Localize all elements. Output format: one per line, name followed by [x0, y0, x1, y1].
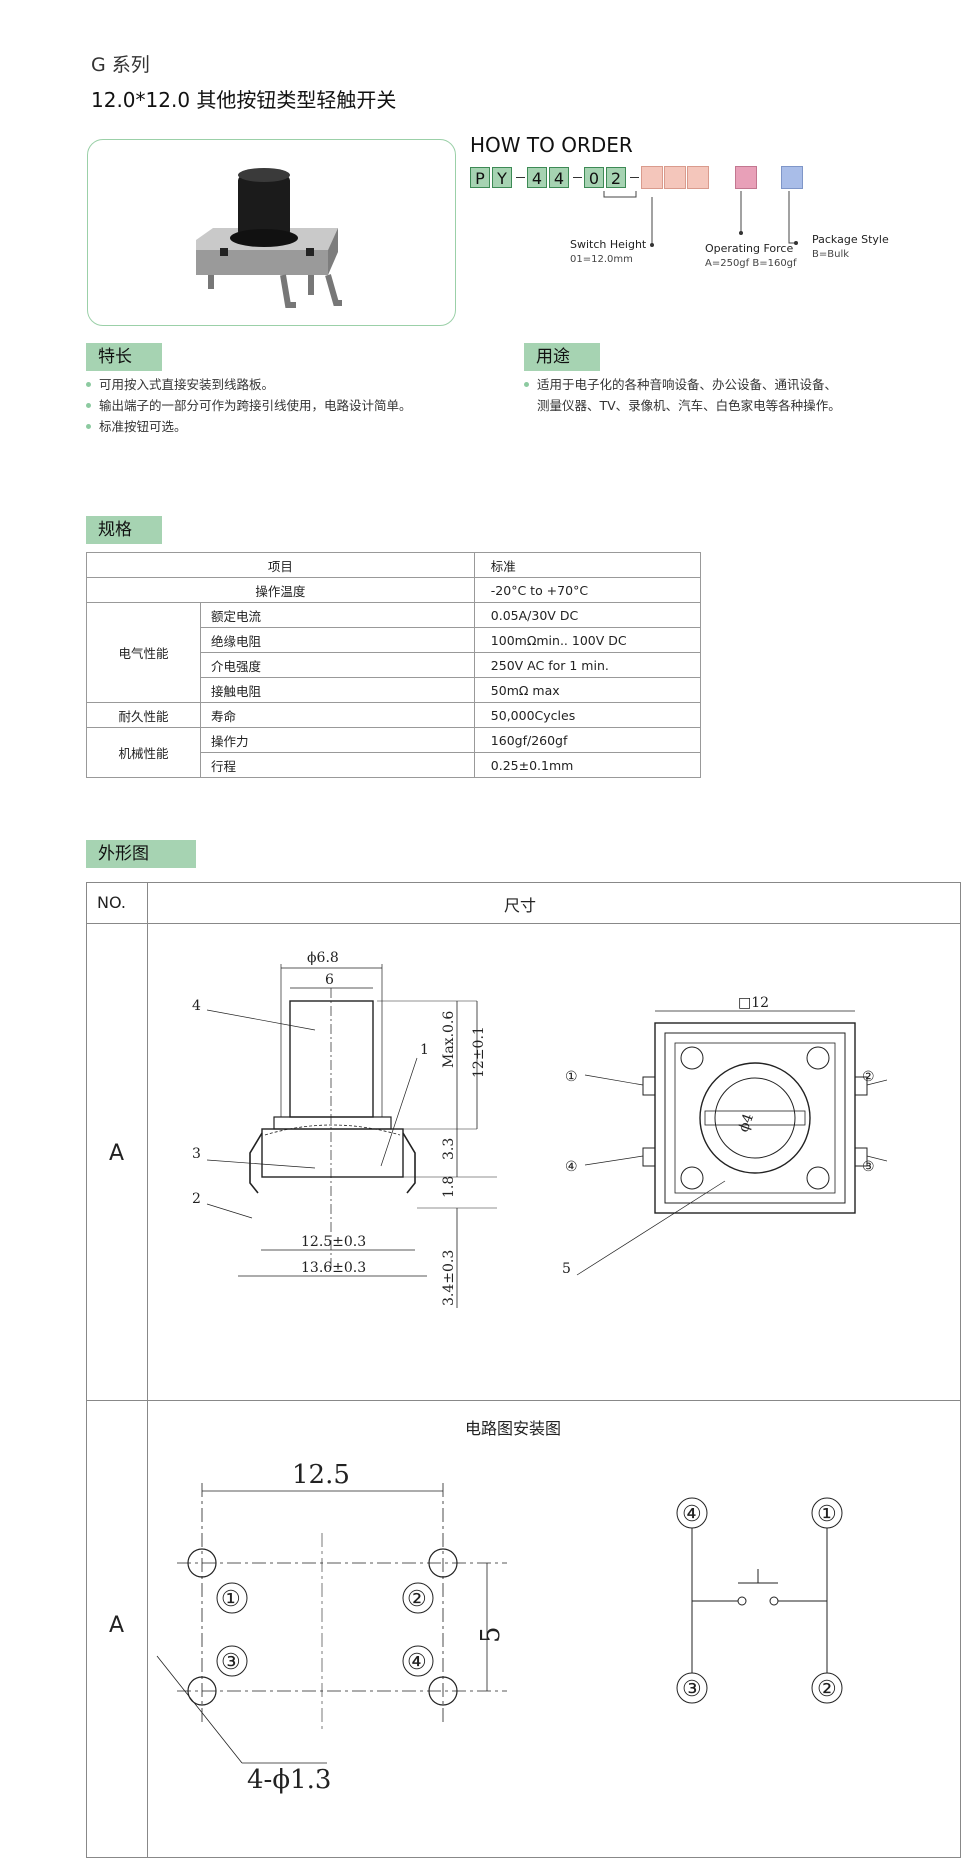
callout-5: 5: [562, 1261, 571, 1277]
pin-4: ④: [565, 1159, 578, 1175]
circuit-title: 电路图安装图: [465, 1419, 562, 1438]
page-title: 12.0*12.0 其他按钮类型轻触开关: [91, 88, 397, 112]
side-view-drawing: 4 3 2 1 ϕ6.8 6 12.5±0.3 13.6±0.3 Max.0.6…: [192, 950, 497, 1308]
table-row: 接触电阻 50mΩ max: [87, 677, 702, 703]
spec-table: 项目 标准 操作温度 -20°C to +70°C 电气性能 额定电流 0.05…: [86, 552, 702, 778]
switch-height-label: Switch Height: [570, 238, 647, 251]
uses-heading: 用途: [524, 343, 600, 371]
callout-3: 3: [192, 1146, 201, 1162]
package-style-values: B=Bulk: [812, 249, 850, 260]
uses-list: 适用于电子化的各种音响设备、办公设备、通讯设备、 测量仪器、TV、录像机、汽车、…: [524, 374, 841, 416]
dim-34: 3.4±0.3: [441, 1250, 457, 1306]
dim-33: 3.3: [441, 1138, 457, 1160]
list-item: 适用于电子化的各种音响设备、办公设备、通讯设备、: [524, 374, 841, 395]
dim-d6: 6: [325, 972, 334, 988]
features-list: 可用按入式直接安装到线路板。 输出端子的一部分可作为跨接引线使用，电路设计简单。…: [86, 374, 412, 437]
list-item: 输出端子的一部分可作为跨接引线使用，电路设计简单。: [86, 395, 412, 416]
order-leader-lines: [603, 191, 798, 247]
callout-4: 4: [192, 998, 201, 1014]
code-char: P: [470, 167, 490, 188]
circuit-pin-4: ④: [682, 1502, 702, 1527]
circuit-pin-2: ②: [817, 1677, 837, 1702]
table-row: 绝缘电阻 100mΩmin.. 100V DC: [87, 627, 702, 653]
table-row: 项目 标准: [86, 552, 702, 578]
top-view-drawing: □12 ϕ4 ① ② ④ ③ 5: [562, 995, 887, 1277]
dim-max06: Max.0.6: [441, 1011, 457, 1068]
operating-force-label: Operating Force: [705, 242, 794, 255]
code-char: Y: [492, 167, 512, 188]
package-style-label: Package Style: [812, 233, 889, 246]
col-no-header: NO.: [97, 893, 126, 912]
operating-force-values: A=250gf B=160gf: [705, 258, 797, 269]
list-item: 可用按入式直接安装到线路板。: [86, 374, 412, 395]
list-item: 测量仪器、TV、录像机、汽车、白色家电等各种操作。: [537, 398, 841, 413]
code-char: 4: [549, 167, 569, 188]
series-label: G 系列: [91, 54, 150, 76]
code-char: 4: [527, 167, 547, 188]
pin-1: ①: [565, 1069, 578, 1085]
table-row: 行程 0.25±0.1mm: [87, 752, 702, 778]
col-header: 项目: [86, 552, 475, 578]
code-char: 0: [584, 167, 604, 188]
dim-18: 1.8: [441, 1176, 457, 1198]
circuit-diagram: ④ ① ③ ②: [676, 1497, 843, 1704]
dim-12-top: □12: [738, 995, 769, 1011]
product-photo-frame: [87, 139, 456, 326]
product-image: [196, 168, 342, 308]
pcb-pin-2: ②: [407, 1587, 427, 1612]
switch-height-slot: [664, 166, 686, 189]
pin-2: ②: [862, 1069, 875, 1085]
order-code: P Y 4 4 0 2: [470, 166, 803, 189]
pcb-pin-4: ④: [407, 1650, 427, 1675]
circuit-pin-3: ③: [682, 1677, 702, 1702]
table-row: 耐久性能 寿命 50,000Cycles: [86, 702, 702, 728]
pcb-pin-1: ①: [221, 1587, 241, 1612]
row-label: A: [109, 1613, 125, 1638]
pcb-height-dim: 5: [476, 1626, 506, 1643]
switch-height-values: 01=12.0mm: [570, 254, 633, 265]
dim-phi4: ϕ4: [736, 1111, 757, 1134]
drawing-table: NO. 尺寸 A A 电路图安装图 4 3 2 1 ϕ6.8: [86, 882, 961, 1858]
switch-height-slot: [687, 166, 709, 189]
pcb-layout-drawing: 12.5 5 4-ϕ1.3 ① ② ③ ④: [156, 1460, 507, 1795]
spec-heading: 规格: [86, 516, 162, 544]
operating-force-slot: [735, 166, 757, 189]
row-label: A: [109, 1141, 125, 1166]
dim-12: 12±0.1: [471, 1026, 487, 1078]
dim-d68: ϕ6.8: [307, 950, 339, 966]
package-style-slot: [781, 166, 803, 189]
drawing-heading: 外形图: [86, 840, 196, 868]
callout-2: 2: [192, 1191, 201, 1207]
col-header: 标准: [473, 552, 702, 578]
pcb-pin-3: ③: [221, 1650, 241, 1675]
pin-3: ③: [862, 1159, 875, 1175]
table-row: 操作温度 -20°C to +70°C: [86, 577, 702, 603]
dim-136: 13.6±0.3: [301, 1260, 366, 1276]
table-row: 机械性能 操作力 160gf/260gf: [86, 727, 702, 778]
code-char: 2: [606, 167, 626, 188]
list-item: 标准按钮可选。: [86, 416, 412, 437]
features-heading: 特长: [86, 343, 162, 371]
pcb-width-dim: 12.5: [292, 1460, 350, 1490]
pcb-holes-dim: 4-ϕ1.3: [247, 1765, 331, 1795]
how-to-order-heading: HOW TO ORDER: [470, 133, 633, 157]
col-dim-header: 尺寸: [504, 896, 537, 915]
table-row: 电气性能 额定电流 0.05A/30V DC: [86, 602, 702, 703]
circuit-pin-1: ①: [817, 1502, 837, 1527]
callout-1: 1: [420, 1042, 429, 1058]
switch-height-slot: [641, 166, 663, 189]
dim-125: 12.5±0.3: [301, 1234, 366, 1250]
